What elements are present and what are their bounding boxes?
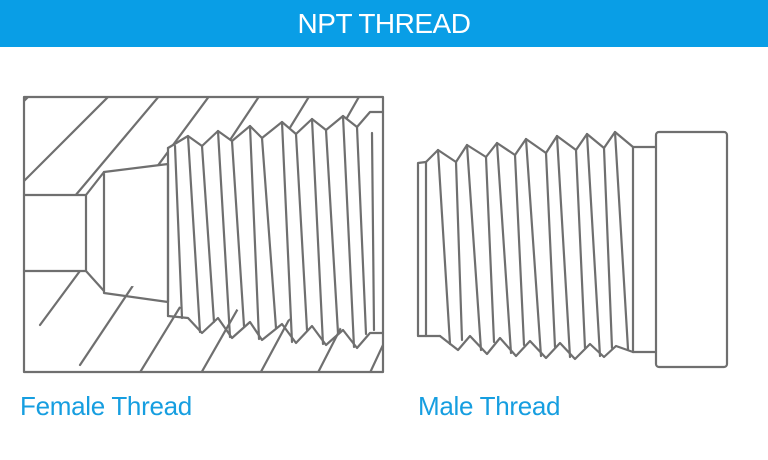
page-title: NPT THREAD	[297, 7, 471, 39]
female-bore-outline	[22, 110, 385, 350]
title-banner: NPT THREAD	[0, 0, 768, 47]
female-outer-frame	[22, 95, 385, 374]
male-thread-figure	[416, 130, 729, 369]
female-thread-figure	[22, 95, 385, 374]
male-thread-caption: Male Thread	[418, 391, 561, 421]
female-thread-caption: Female Thread	[20, 391, 192, 421]
male-head	[654, 130, 729, 369]
